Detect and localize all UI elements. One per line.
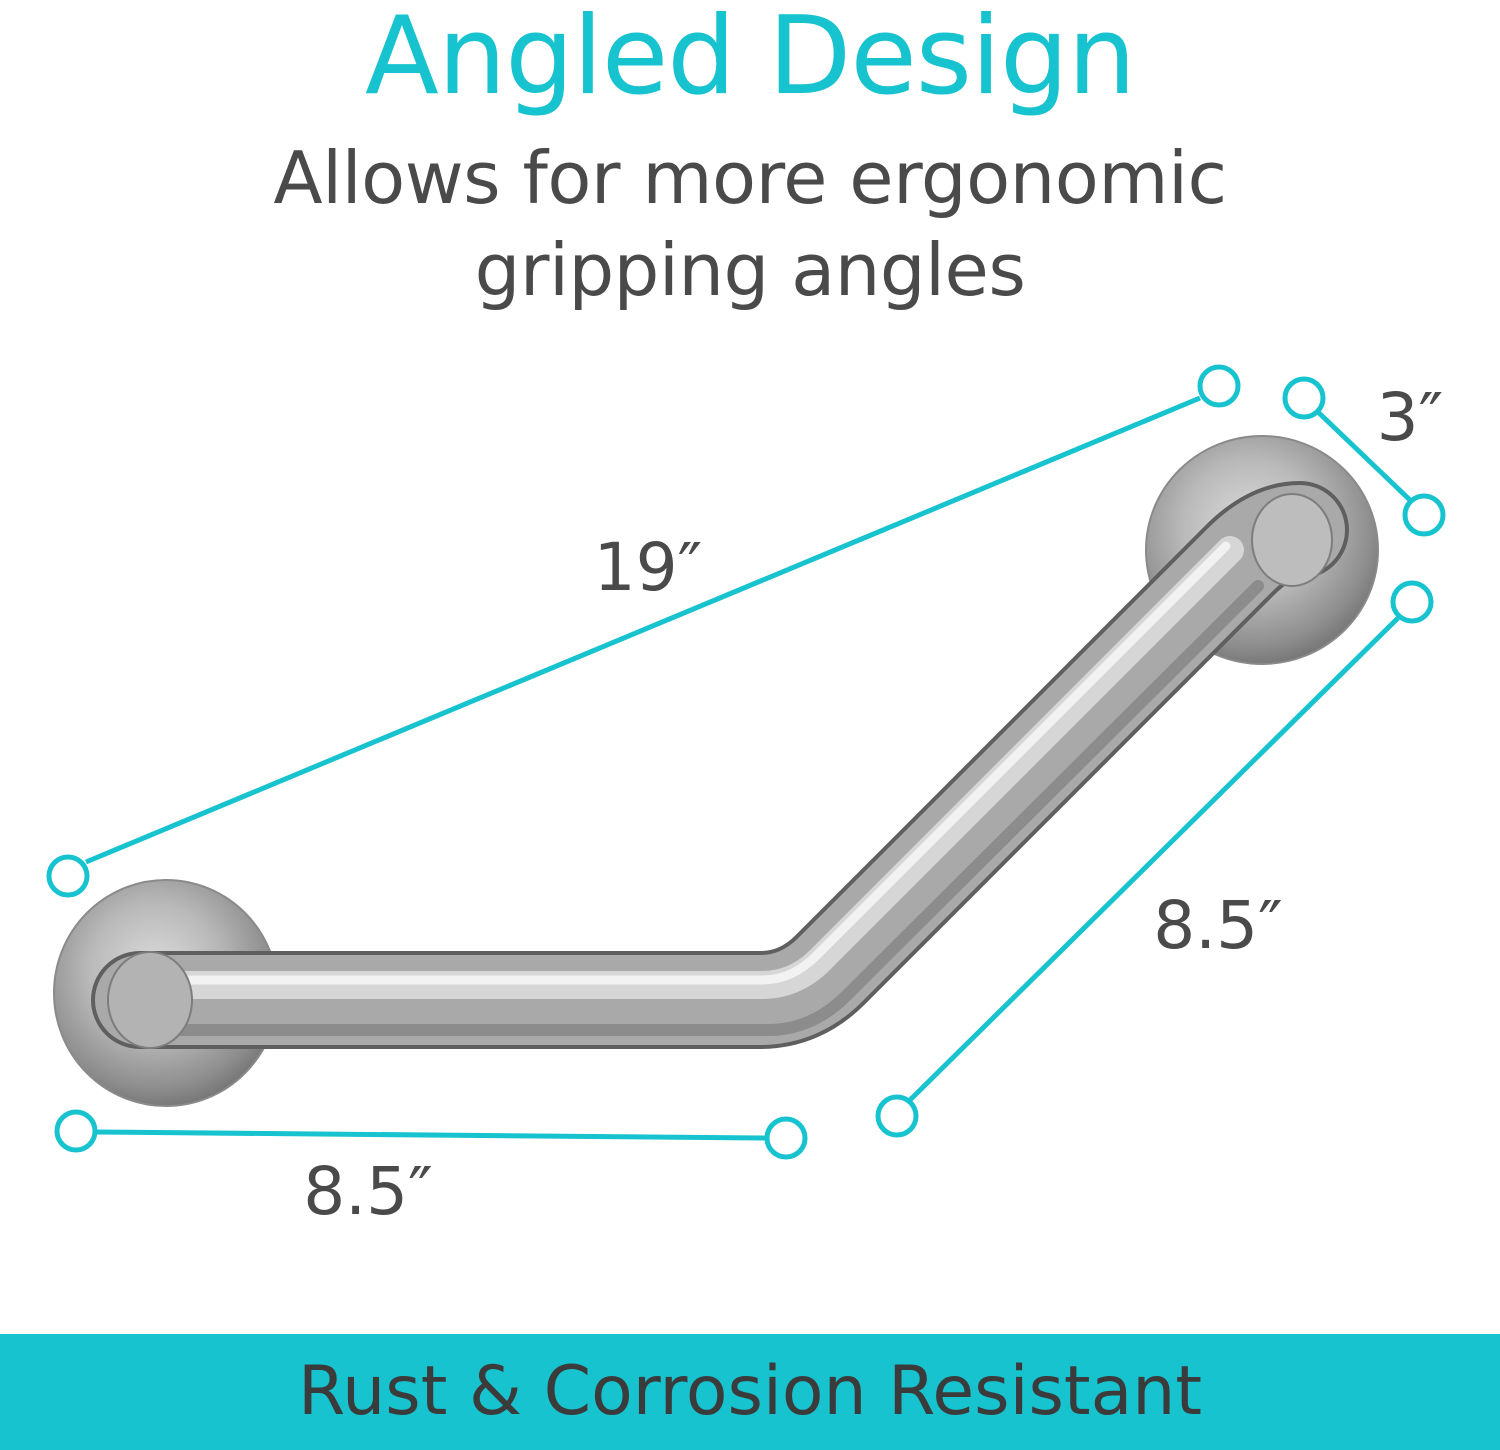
subtitle-line-1: Allows for more ergonomic [273,136,1227,220]
feature-banner: Rust & Corrosion Resistant [0,1334,1500,1450]
dimension-line-horizontal [54,1109,808,1160]
dimension-line-overall [46,364,1241,898]
headline-title: Angled Design [364,0,1136,119]
diagonal-length-label: 8.5″ [1153,887,1283,964]
grab-bar-dimension-figure: 19″ 3″ 8.5″ 8.5″ [46,364,1446,1230]
grab-bar-illustration [53,435,1379,1107]
horizontal-length-label: 8.5″ [303,1153,433,1230]
dimension-line-projection [1282,376,1446,537]
dimension-endpoint [1402,493,1446,537]
dimension-line-diagonal [875,580,1434,1138]
dimension-endpoint [1282,376,1326,420]
dimension-endpoint [764,1116,808,1160]
projection-label: 3″ [1377,379,1444,456]
dimension-endpoint [1197,364,1241,408]
dimension-endpoint [54,1109,98,1153]
dimension-endpoint [875,1094,919,1138]
overall-length-label: 19″ [594,529,703,606]
dimension-endpoint [1390,580,1434,624]
feature-banner-text: Rust & Corrosion Resistant [297,1352,1203,1431]
dimension-endpoint [46,854,90,898]
subtitle-line-2: gripping angles [474,228,1026,312]
